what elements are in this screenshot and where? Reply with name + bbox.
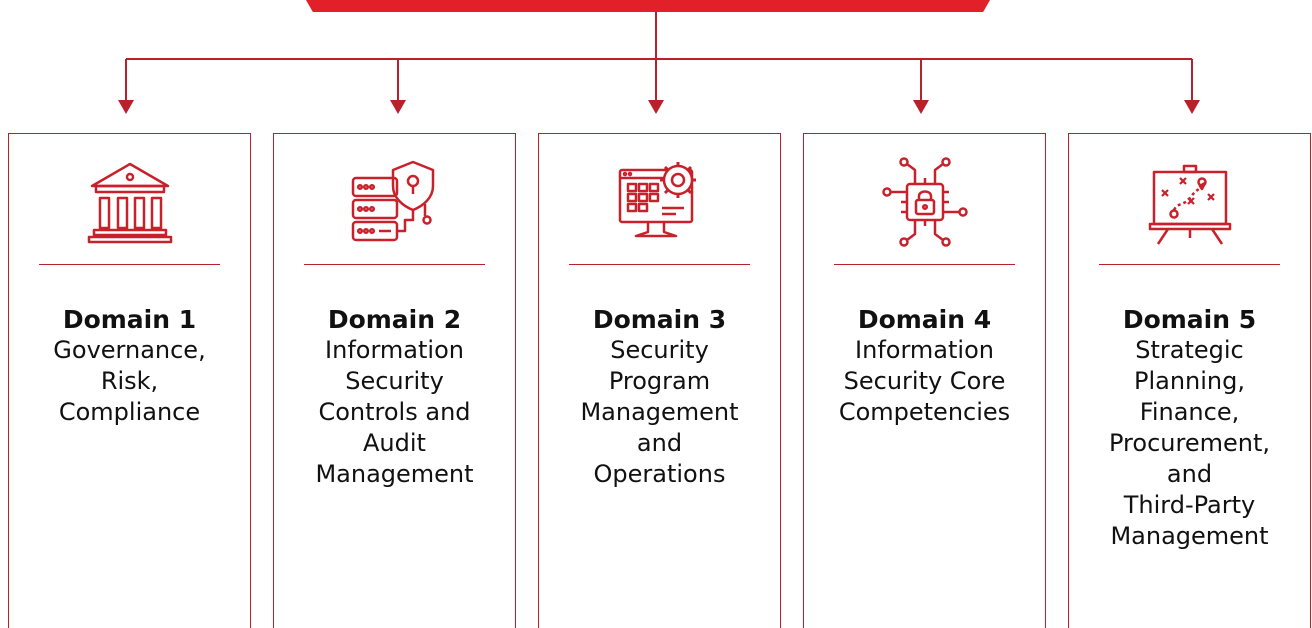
domain-desc-line: Planning,: [1133, 367, 1245, 395]
connector-lines: [118, 12, 1200, 114]
domain-desc-line: Governance,: [53, 336, 206, 364]
domain-desc-line: Operations: [593, 460, 726, 488]
divider: [1099, 264, 1280, 265]
server-shield-icon: [351, 160, 434, 242]
domain-desc-line: Program: [608, 367, 711, 395]
arrowhead-3: [648, 100, 664, 114]
strategy-board-icon: [1148, 164, 1231, 245]
domain-title: Domain 4: [857, 305, 992, 334]
divider: [834, 264, 1015, 265]
domain-desc-line: Procurement,: [1109, 429, 1270, 457]
bank-building-icon: [87, 162, 172, 244]
divider: [39, 264, 220, 265]
domain-desc-line: Management: [1110, 522, 1269, 550]
domain-desc-line: and: [1166, 460, 1213, 488]
domain-desc-line: Strategic: [1135, 336, 1244, 364]
arrowhead-2: [390, 100, 406, 114]
domain-card-2: Domain 2 Information Security Controls a…: [273, 133, 516, 628]
domain-desc-line: Management: [580, 398, 739, 426]
domain-desc-line: Risk,: [100, 367, 159, 395]
chip-lock-icon: [881, 157, 968, 247]
header-bar: [306, 0, 990, 12]
domain-desc-line: Security: [610, 336, 709, 364]
divider: [304, 264, 485, 265]
domain-title: Domain 5: [1122, 305, 1257, 334]
domain-desc-line: Finance,: [1139, 398, 1240, 426]
domain-desc-line: Competencies: [838, 398, 1011, 426]
domain-desc-line: Information: [325, 336, 464, 364]
domain-title: Domain 1: [62, 305, 197, 334]
domain-desc-line: Information: [855, 336, 994, 364]
domain-card-1: Domain 1 Governance, Risk, Compliance: [8, 133, 251, 628]
domain-title: Domain 2: [327, 305, 462, 334]
domain-desc-line: Controls and: [318, 398, 471, 426]
domain-desc-line: Audit: [363, 429, 426, 457]
domain-desc-line: Security: [345, 367, 444, 395]
divider: [569, 264, 750, 265]
arrowhead-1: [118, 100, 134, 114]
domain-title: Domain 3: [592, 305, 727, 334]
domain-desc-line: Compliance: [58, 398, 201, 426]
domain-desc-line: Management: [315, 460, 474, 488]
monitor-gear-icon: [618, 162, 696, 238]
domain-card-4: Domain 4 Information Security Core Compe…: [803, 133, 1046, 628]
arrowhead-5: [1184, 100, 1200, 114]
domain-card-5: Domain 5 Strategic Planning, Finance, Pr…: [1068, 133, 1311, 628]
domain-desc-line: Security Core: [843, 367, 1006, 395]
domain-desc-line: Third-Party: [1123, 491, 1256, 519]
arrowhead-4: [913, 100, 929, 114]
domain-card-3: Domain 3 Security Program Management and…: [538, 133, 781, 628]
domain-desc-line: and: [636, 429, 683, 457]
